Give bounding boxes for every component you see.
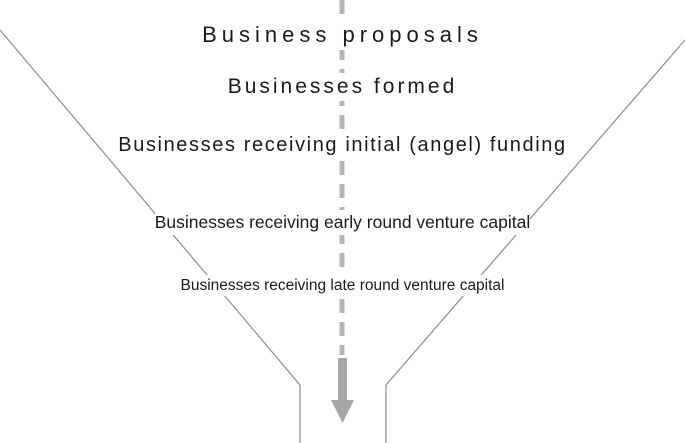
stage-label-line: round venture capital	[366, 210, 531, 235]
stage-label-line: Businesses receiving early	[154, 210, 362, 235]
stage-angel-funding: Businesses receiving initial (angel) fun…	[0, 131, 685, 159]
stage-label: Businesses formed	[227, 73, 458, 101]
arrow-head-icon	[331, 400, 354, 423]
stage-label-line: initial (angel) funding	[345, 131, 567, 159]
stage-businesses-formed: Businesses formed	[0, 73, 685, 101]
stage-label-line: Businesses receiving	[118, 131, 339, 159]
stage-label: Business proposals	[202, 20, 483, 50]
stage-label: Businesses receiving late round venture …	[180, 275, 505, 296]
arrow-shaft	[338, 358, 347, 400]
stage-label-line: Businesses formed	[227, 73, 458, 101]
stage-early-round-vc: Businesses receiving early round venture…	[0, 210, 685, 235]
stage-label: Businesses receiving early round venture…	[154, 210, 531, 235]
stage-late-round-vc: Businesses receiving late round venture …	[0, 275, 685, 296]
stage-label: Businesses receiving initial (angel) fun…	[118, 131, 567, 159]
stage-label-line: Businesses receiving late	[180, 275, 356, 296]
funnel-left-wall	[0, 29, 301, 443]
stage-label-line: round venture	[359, 275, 456, 296]
stage-label-line: capital	[459, 275, 505, 296]
funnel-right-wall	[385, 39, 685, 443]
stage-business-proposals: Business proposals	[0, 20, 685, 50]
stage-label-line: Business proposals	[202, 20, 483, 50]
